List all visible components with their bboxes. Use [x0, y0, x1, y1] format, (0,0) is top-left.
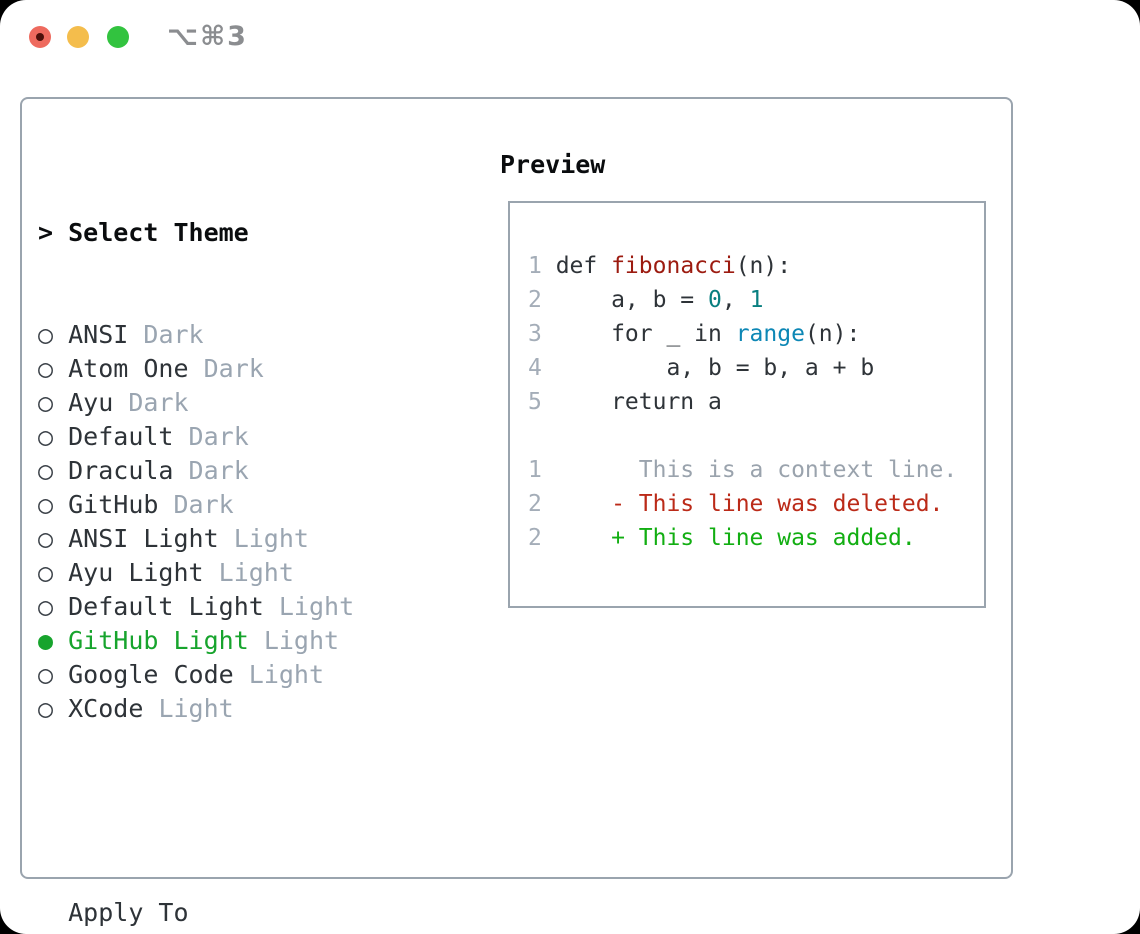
radio-icon: ○: [38, 320, 54, 349]
line-number: 2: [528, 491, 542, 517]
select-theme-header: > Select Theme: [38, 218, 249, 247]
theme-option[interactable]: ○ XCode Light: [38, 692, 500, 726]
line-number: 2: [528, 287, 542, 313]
theme-name-label: XCode: [68, 694, 144, 723]
theme-variant-label: Dark: [128, 388, 189, 417]
code-line: 4 a, b = b, a + b: [528, 351, 966, 385]
code-token-number: 1: [749, 287, 764, 313]
code-line: [528, 419, 966, 453]
line-number: 1: [528, 253, 542, 279]
theme-option[interactable]: ○ Ayu Light Light: [38, 556, 500, 590]
code-line: 2 + This line was added.: [528, 521, 966, 555]
radio-icon: ○: [38, 388, 54, 417]
code-token-deleted: - This line was deleted.: [555, 491, 944, 517]
theme-variant-label: Dark: [188, 422, 249, 451]
radio-icon: ○: [38, 422, 54, 451]
theme-variant-label: Light: [233, 524, 309, 553]
preview-header: Preview: [500, 150, 606, 179]
theme-option[interactable]: ○ Atom One Dark: [38, 352, 500, 386]
theme-option[interactable]: ○ Ayu Dark: [38, 386, 500, 420]
theme-name-label: Dracula: [68, 456, 174, 485]
radio-icon: ○: [38, 592, 54, 621]
code-token-plain: (n):: [804, 321, 861, 347]
theme-variant-label: Light: [218, 558, 294, 587]
radio-icon: ○: [38, 558, 54, 587]
code-line: 3 for _ in range(n):: [528, 317, 966, 351]
theme-option[interactable]: ○ ANSI Dark: [38, 318, 500, 352]
theme-name-label: GitHub Light: [68, 626, 249, 655]
code-token-plain: a, b = b, a + b: [555, 355, 875, 381]
line-number: 1: [528, 457, 542, 483]
theme-option[interactable]: ○ Default Dark: [38, 420, 500, 454]
theme-option[interactable]: ○ Default Light Light: [38, 590, 500, 624]
titlebar: ⌥⌘3: [0, 0, 1140, 97]
code-token-plain: for _ in: [555, 321, 736, 347]
theme-list: ○ ANSI Dark○ Atom One Dark○ Ayu Dark○ De…: [38, 318, 500, 726]
theme-name-label: Ayu Light: [68, 558, 204, 587]
code-token-plain: ,: [721, 287, 750, 313]
code-line: 1 def fibonacci(n):: [528, 249, 966, 283]
theme-variant-label: Dark: [173, 490, 234, 519]
theme-name-label: Default Light: [68, 592, 264, 621]
theme-option[interactable]: ○ GitHub Dark: [38, 488, 500, 522]
radio-icon: ○: [38, 456, 54, 485]
radio-icon: ○: [38, 524, 54, 553]
code-line: 5 return a: [528, 385, 966, 419]
spacer: [38, 794, 500, 828]
theme-picker-column: > Select Theme ○ ANSI Dark○ Atom One Dar…: [38, 148, 500, 927]
code-line: 2 - This line was deleted.: [528, 487, 966, 521]
radio-icon: ○: [38, 694, 54, 723]
code-token-plain: return a: [555, 389, 722, 415]
radio-icon: ○: [38, 490, 54, 519]
theme-name-label: Default: [68, 422, 174, 451]
line-number: 3: [528, 321, 542, 347]
theme-name-label: ANSI Light: [68, 524, 219, 553]
apply-to-header: Apply To: [38, 896, 500, 930]
theme-name-label: Atom One: [68, 354, 189, 383]
radio-icon: ○: [38, 354, 54, 383]
code-token-context: This is a context line.: [555, 457, 958, 483]
theme-name-label: Ayu: [68, 388, 114, 417]
code-token-added: + This line was added.: [555, 525, 916, 551]
theme-variant-label: Light: [248, 660, 325, 689]
theme-name-label: ANSI: [68, 320, 129, 349]
radio-icon: ○: [38, 660, 54, 689]
line-number: 2: [528, 525, 542, 551]
theme-variant-label: Light: [278, 592, 355, 621]
code-token-plain: a, b =: [555, 287, 709, 313]
theme-variant-label: Light: [263, 626, 340, 655]
theme-option[interactable]: ○ ANSI Light Light: [38, 522, 500, 556]
code-token-builtin: range: [735, 321, 805, 347]
theme-variant-label: Dark: [188, 456, 249, 485]
code-line: 2 a, b = 0, 1: [528, 283, 966, 317]
close-button-icon[interactable]: [29, 26, 51, 48]
theme-variant-label: Light: [158, 694, 234, 723]
code-line: 1 This is a context line.: [528, 453, 966, 487]
theme-variant-label: Dark: [143, 320, 204, 349]
theme-option[interactable]: ○ Google Code Light: [38, 658, 500, 692]
theme-name-label: Google Code: [68, 660, 234, 689]
theme-name-label: GitHub: [68, 490, 159, 519]
zoom-button-icon[interactable]: [107, 26, 129, 48]
apply-to-header-label: Apply To: [68, 898, 189, 927]
line-number: 4: [528, 355, 542, 381]
code-token-number: 0: [708, 287, 722, 313]
window-shortcut-label: ⌥⌘3: [167, 21, 248, 52]
code-token-title: fibonacci: [611, 253, 736, 279]
minimize-button-icon[interactable]: [67, 26, 89, 48]
theme-variant-label: Dark: [203, 354, 264, 383]
line-number: 5: [528, 389, 542, 415]
radio-selected-icon: ●: [38, 626, 54, 655]
theme-selector-panel: > Select Theme ○ ANSI Dark○ Atom One Dar…: [20, 97, 1013, 927]
code-token-keyword: def: [555, 253, 612, 279]
theme-option[interactable]: ● GitHub Light Light: [38, 624, 500, 658]
theme-option[interactable]: ○ Dracula Dark: [38, 454, 500, 488]
code-token-plain: (n):: [735, 253, 792, 279]
